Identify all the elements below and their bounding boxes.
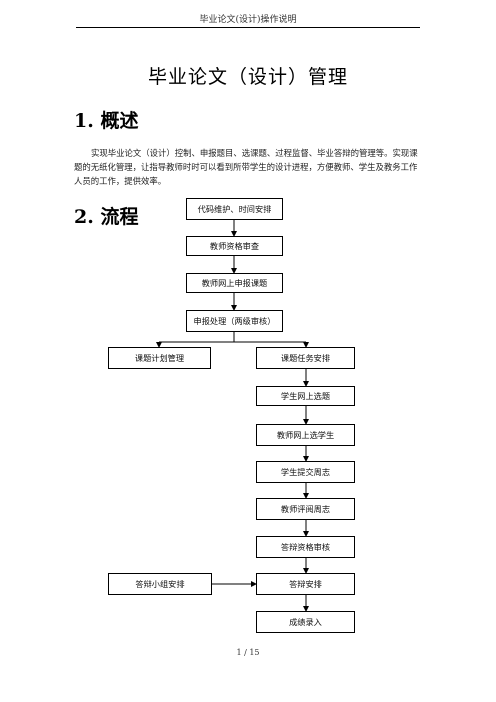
flow-step-teacher-review-log: 教师评阅周志	[256, 498, 355, 520]
flow-step-student-select-topic: 学生网上选题	[256, 386, 355, 406]
running-header: 毕业论文(设计)操作说明	[199, 15, 297, 25]
document-title: 毕业论文（设计）管理	[147, 66, 348, 88]
section-heading-overview: 1. 概述	[74, 110, 139, 132]
flow-step-defense-schedule: 答辩安排	[256, 573, 355, 595]
flow-step-code-maintenance: 代码维护、时间安排	[186, 198, 283, 220]
flow-step-topic-task: 课题任务安排	[256, 347, 355, 369]
flow-step-topic-plan: 课题计划管理	[108, 347, 211, 369]
section-heading-flow: 2. 流程	[74, 206, 139, 228]
flow-step-application-review: 申报处理（两级审核）	[186, 310, 283, 332]
header-rule	[76, 27, 420, 28]
flow-step-teacher-qualification: 教师资格审查	[186, 236, 283, 256]
flow-step-teacher-apply-topic: 教师网上申报课题	[186, 273, 283, 293]
flow-step-teacher-select-student: 教师网上选学生	[256, 424, 355, 446]
flow-step-defense-qualification: 答辩资格审核	[256, 536, 355, 558]
flow-step-defense-group: 答辩小组安排	[108, 573, 212, 595]
overview-paragraph: 实现毕业论文（设计）控制、申报题目、选课题、过程监督、毕业答辩的管理等。实现课题…	[74, 148, 418, 186]
page-number: 1 / 15	[236, 648, 260, 657]
flow-step-grade-entry: 成绩录入	[256, 611, 355, 633]
flow-step-student-weekly-log: 学生提交周志	[256, 461, 355, 483]
